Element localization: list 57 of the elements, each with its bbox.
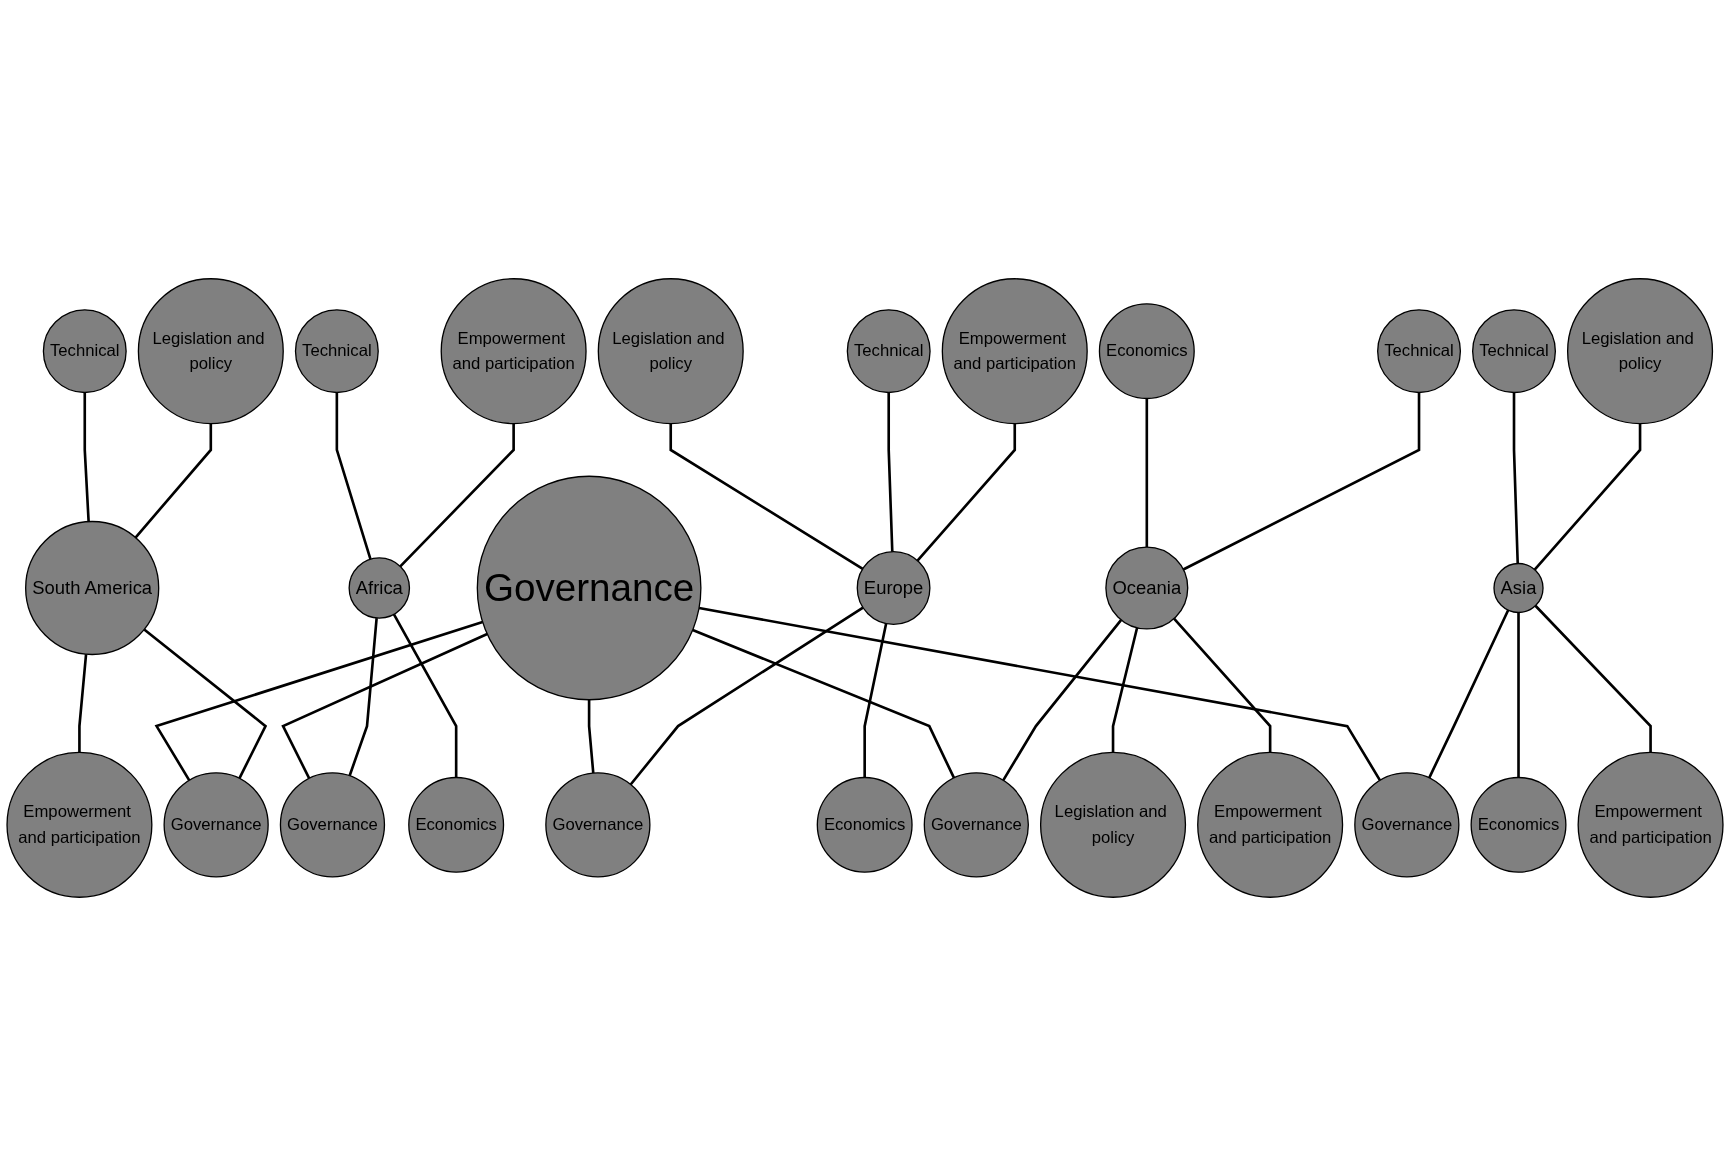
connector [1428,609,1510,779]
node-circle: Empowerment and participation [1197,751,1344,898]
node-circle: Oceania [1105,546,1189,630]
node-circle: Empowerment and participation [941,278,1088,425]
connector [392,613,458,778]
node-circle: Technical [1472,309,1556,394]
connector [1533,423,1642,571]
node-circle: Europe [856,551,931,625]
connector [1145,398,1149,548]
connector [348,617,378,777]
connector [1002,619,1123,781]
node-circle: Legislation and policy [1567,278,1714,425]
node-circle: Legislation and policy [137,278,284,425]
node-circle: Legislation and policy [1039,751,1187,898]
node-circle: Governance [476,475,702,701]
connector [1512,392,1520,564]
node-circle: Legislation and policy [597,278,744,425]
node-circle: Empowerment and participation [1577,751,1724,898]
connector [916,423,1017,562]
node-circle: South America [25,520,160,656]
node-circle: Economics [1470,776,1567,873]
node-circle: Economics [408,776,505,873]
node-circle: Governance [923,772,1029,878]
connector [669,423,864,570]
node-circle: Africa [348,557,411,619]
node-circle: Empowerment and participation [440,278,587,425]
node-circle: Economics [816,776,913,873]
node-circle: Empowerment and participation [6,751,153,898]
connector [1173,617,1272,753]
connector [587,699,595,774]
connector [399,423,515,568]
connector [1111,627,1139,753]
node-circle: Governance [279,772,386,878]
connector [629,606,864,786]
node-circle: Economics [1098,303,1195,400]
connector [143,628,268,779]
node-circle: Governance [545,772,651,878]
connector [335,392,372,560]
connector [692,628,956,779]
connector [281,632,488,779]
node-circle: Governance [1354,772,1460,878]
node-circle: Technical [846,309,931,394]
connector [887,392,894,552]
node-circle: Asia [1493,562,1544,614]
connector [863,623,888,778]
connector [154,620,484,781]
connector [1517,612,1520,778]
connector [698,606,1382,781]
connector [134,423,213,539]
node-circle: Technical [42,309,127,394]
connector [83,392,90,522]
connector [1182,392,1421,571]
connector [78,654,88,753]
node-circle: Technical [1377,309,1462,394]
connector [1534,604,1652,753]
node-circle: Governance [163,772,269,878]
node-circle: Technical [294,309,379,394]
